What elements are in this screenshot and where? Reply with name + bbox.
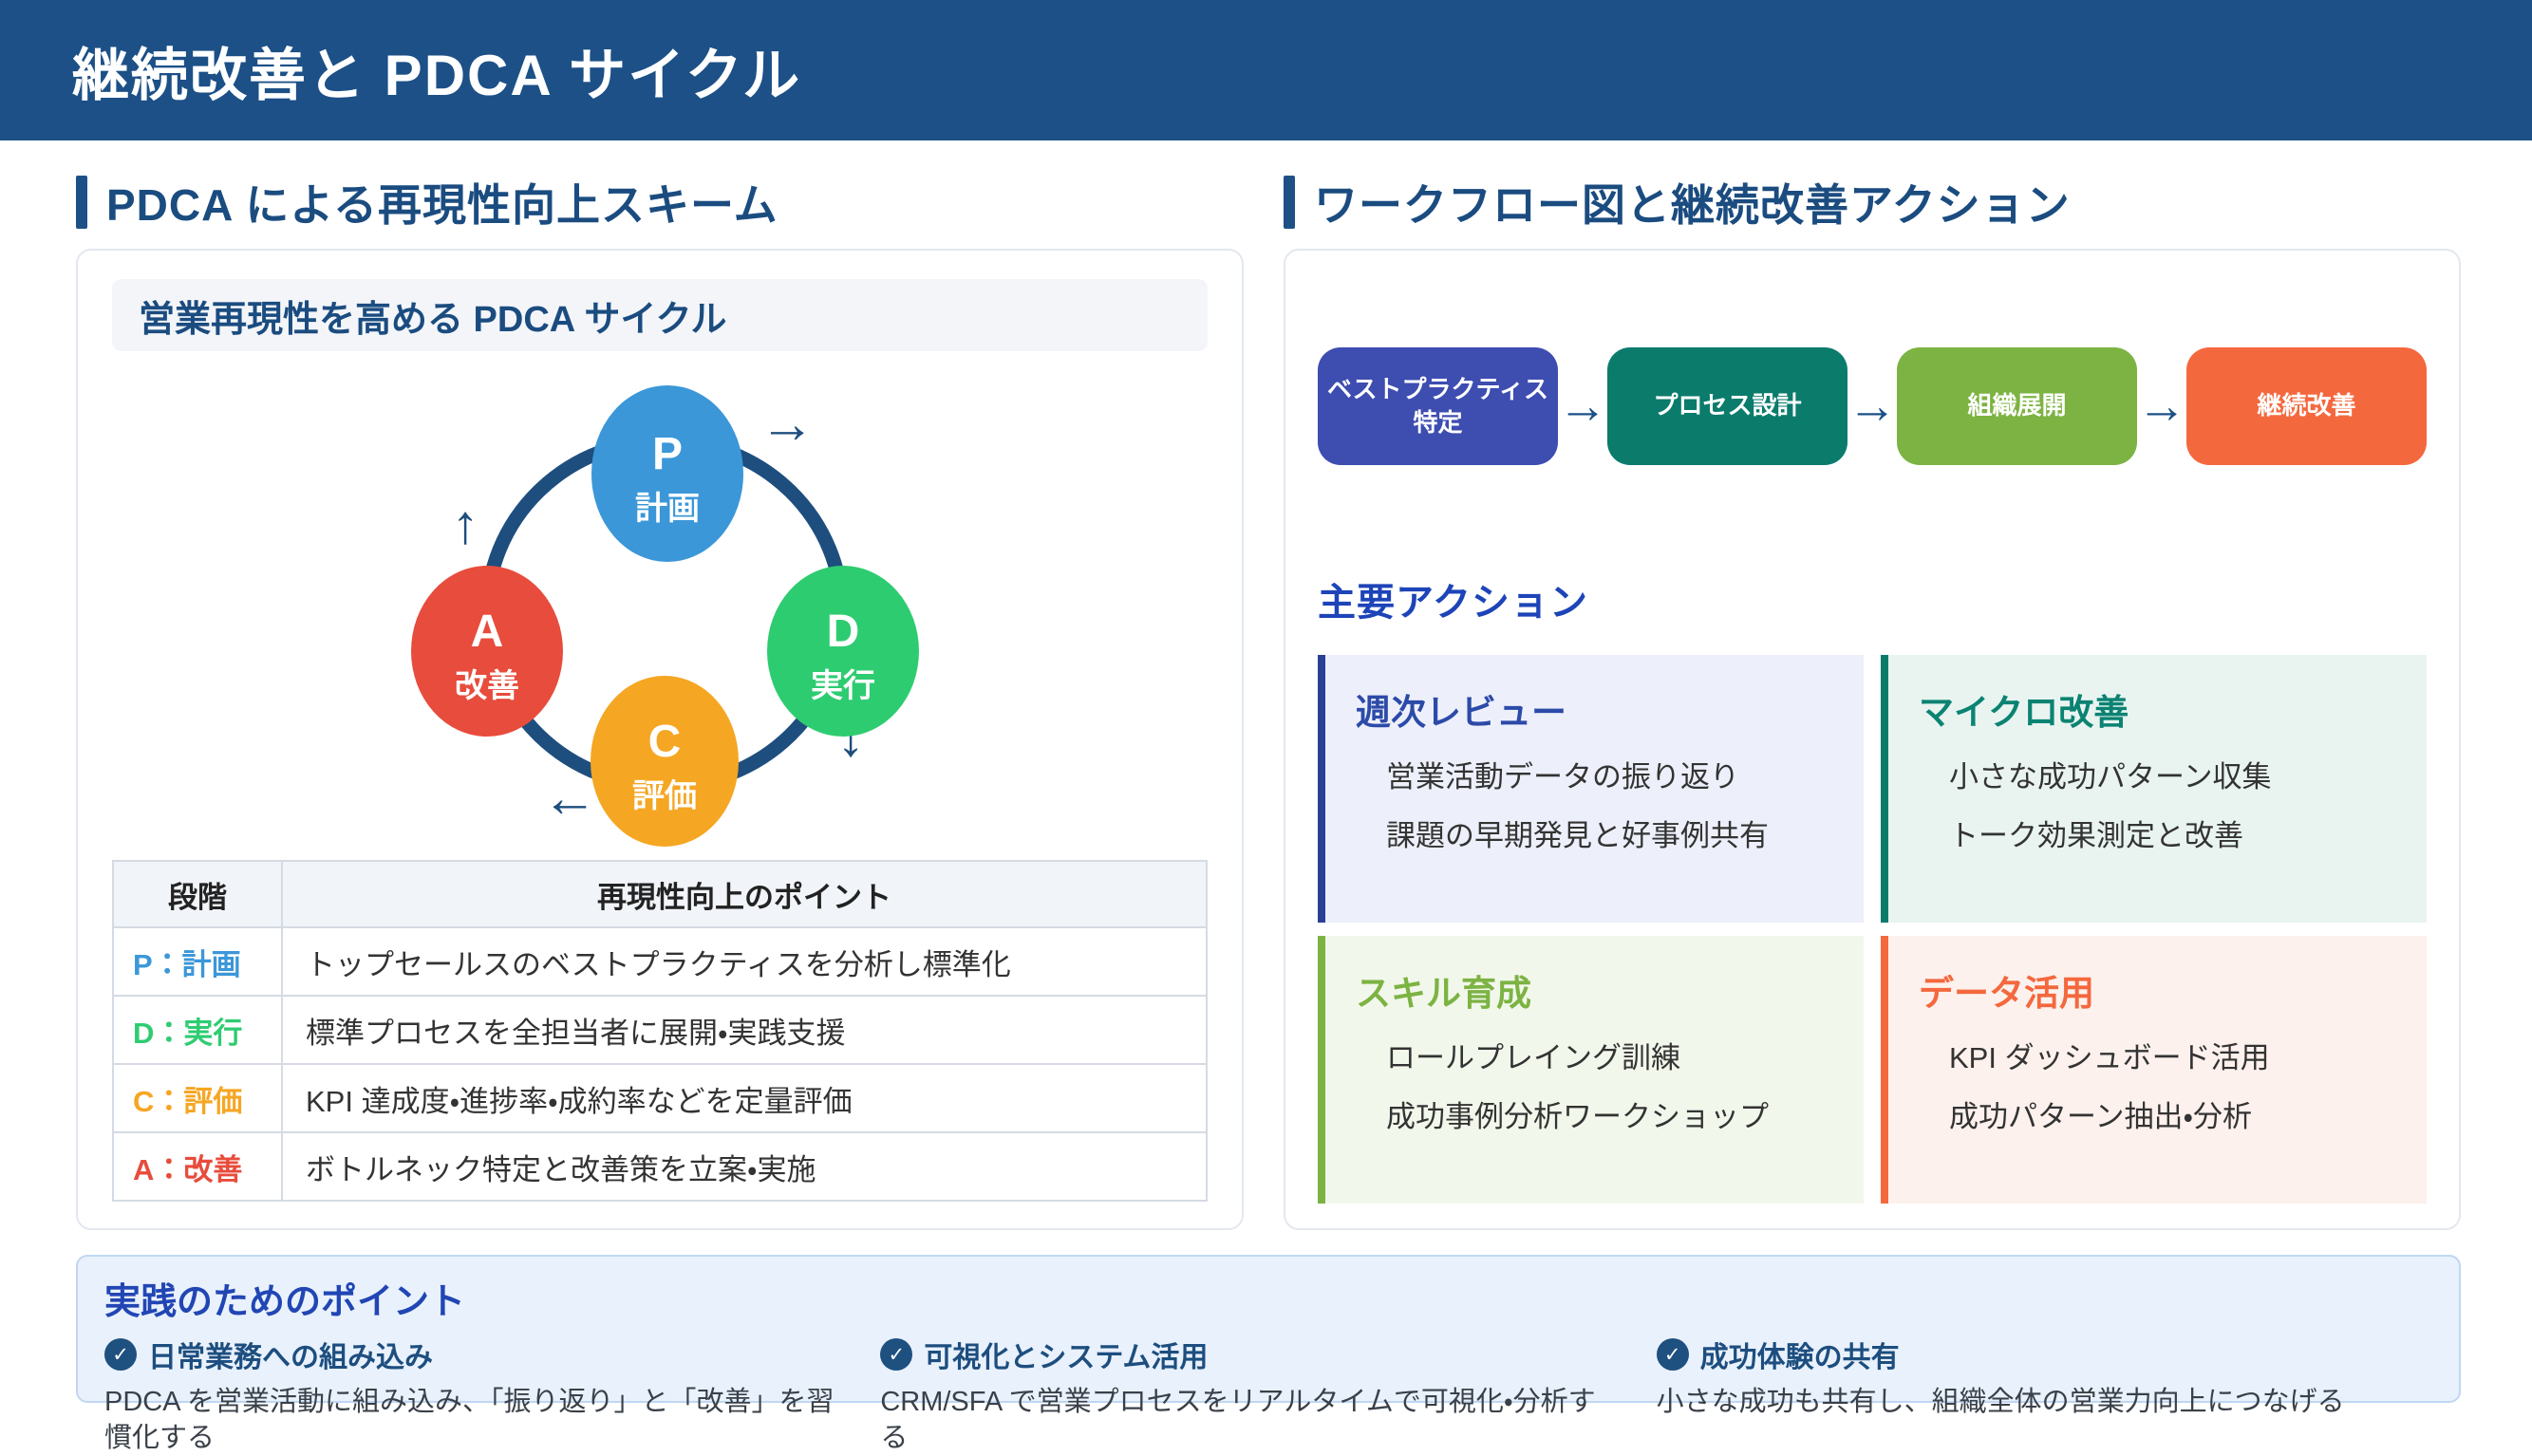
section-accent-bar bbox=[76, 176, 87, 229]
pdca-node-act: A 改善 bbox=[411, 566, 563, 737]
svg-text:P: P bbox=[652, 429, 683, 479]
action-item: 営業活動データの振り返り bbox=[1386, 760, 1739, 793]
practice-points-panel: 実践のためのポイント ✓ 日常業務への組み込み PDCA を営業活動に組み込み、… bbox=[76, 1255, 2461, 1453]
svg-text:計画: 計画 bbox=[635, 491, 700, 527]
pdca-scheme-panel: 営業再現性を高める PDCA サイクル → ↓ ← ↑ P 計画 D 実行 C … bbox=[76, 249, 1244, 1230]
practice-point-daily-integration: ✓ 日常業務への組み込み PDCA を営業活動に組み込み、「振り返り」と「改善」… bbox=[104, 1334, 880, 1456]
pdca-points-table: 段階 再現性向上のポイント P：計画 トップセールスのベストプラクティスを分析し… bbox=[112, 860, 1208, 1202]
svg-text:D: D bbox=[827, 607, 860, 657]
action-card-title: データ活用 bbox=[1919, 974, 2094, 1013]
workflow-step-org-rollout: 組織展開 bbox=[1897, 347, 2137, 465]
table-row: C：評価 KPI 達成度・進捗率・成約率などを定量評価 bbox=[112, 1063, 1208, 1133]
right-section-header: ワークフロー図と継続改善アクション bbox=[1284, 173, 2071, 232]
stage-point: ボトルネック特定と改善策を立案・実施 bbox=[281, 1131, 1208, 1202]
pdca-node-check: C 評価 bbox=[591, 676, 739, 847]
pdca-diagram-caption: 営業再現性を高める PDCA サイクル bbox=[112, 279, 1208, 351]
svg-text:C: C bbox=[648, 717, 682, 767]
stage-point: トップセールスのベストプラクティスを分析し標準化 bbox=[281, 926, 1208, 997]
table-row: A：改善 ボトルネック特定と改善策を立案・実施 bbox=[112, 1131, 1208, 1202]
action-card-title: スキル育成 bbox=[1356, 974, 1531, 1013]
key-actions-title: 主要アクション bbox=[1318, 582, 1588, 624]
workflow-step-process-design: プロセス設計 bbox=[1607, 347, 1847, 465]
check-circle-icon: ✓ bbox=[1656, 1338, 1689, 1371]
svg-text:A: A bbox=[471, 607, 504, 657]
arrow-up-icon: ↑ bbox=[452, 494, 479, 555]
section-accent-bar bbox=[1284, 176, 1295, 229]
workflow-actions-panel: ベストプラクティス特定 → プロセス設計 → 組織展開 → 継続改善 主要アクシ… bbox=[1284, 249, 2461, 1230]
arrow-left-icon: ← bbox=[542, 767, 597, 829]
action-card-micro-improvement: マイクロ改善 小さな成功パターン収集 トーク効果測定と改善 bbox=[1881, 655, 2427, 923]
action-item: 成功事例分析ワークショップ bbox=[1386, 1099, 1769, 1133]
action-item: KPI ダッシュボード活用 bbox=[1949, 1041, 2270, 1074]
arrow-right-icon: → bbox=[760, 393, 815, 455]
slide-header: 継続改善と PDCA サイクル bbox=[0, 0, 2532, 140]
action-item: 小さな成功パターン収集 bbox=[1949, 760, 2272, 793]
practice-point-visualization: ✓ 可視化とシステム活用 CRM/SFA で営業プロセスをリアルタイムで可視化・… bbox=[880, 1334, 1656, 1456]
column-header-stage: 段階 bbox=[112, 860, 283, 928]
stage-point: 標準プロセスを全担当者に展開・実践支援 bbox=[281, 995, 1208, 1065]
action-card-skill-development: スキル育成 ロールプレイング訓練 成功事例分析ワークショップ bbox=[1318, 936, 1864, 1204]
action-card-data-utilization: データ活用 KPI ダッシュボード活用 成功パターン抽出・分析 bbox=[1881, 936, 2427, 1204]
action-item: 課題の早期発見と好事例共有 bbox=[1386, 818, 1769, 852]
action-item: トーク効果測定と改善 bbox=[1949, 818, 2243, 852]
workflow-step-continuous-improvement: 継続改善 bbox=[2186, 347, 2427, 465]
stage-label: P：計画 bbox=[112, 926, 283, 997]
stage-label: A：改善 bbox=[112, 1131, 283, 1202]
table-row: D：実行 標準プロセスを全担当者に展開・実践支援 bbox=[112, 995, 1208, 1065]
table-row: P：計画 トップセールスのベストプラクティスを分析し標準化 bbox=[112, 926, 1208, 997]
practice-points-row: ✓ 日常業務への組み込み PDCA を営業活動に組み込み、「振り返り」と「改善」… bbox=[104, 1334, 2432, 1456]
check-circle-icon: ✓ bbox=[104, 1338, 137, 1371]
action-card-weekly-review: 週次レビュー 営業活動データの振り返り 課題の早期発見と好事例共有 bbox=[1318, 655, 1864, 923]
action-card-title: 週次レビュー bbox=[1356, 693, 1566, 732]
practice-point-title: 日常業務への組み込み bbox=[148, 1342, 433, 1373]
pdca-node-do: D 実行 bbox=[767, 566, 919, 737]
arrow-right-icon: → bbox=[1558, 379, 1607, 434]
action-item: ロールプレイング訓練 bbox=[1386, 1041, 1680, 1074]
workflow-step-best-practice: ベストプラクティス特定 bbox=[1318, 347, 1558, 465]
check-circle-icon: ✓ bbox=[880, 1338, 913, 1371]
practice-point-title: 可視化とシステム活用 bbox=[924, 1342, 1209, 1373]
practice-points-title: 実践のためのポイント bbox=[104, 1282, 466, 1322]
svg-text:評価: 評価 bbox=[632, 778, 697, 814]
left-section-header: PDCA による再現性向上スキーム bbox=[76, 173, 778, 232]
key-actions-grid: 週次レビュー 営業活動データの振り返り 課題の早期発見と好事例共有 マイクロ改善… bbox=[1318, 655, 2427, 1204]
arrow-right-icon: → bbox=[1847, 379, 1897, 434]
arrow-right-icon: → bbox=[2137, 379, 2186, 434]
practice-point-title: 成功体験の共有 bbox=[1699, 1342, 1900, 1373]
action-card-title: マイクロ改善 bbox=[1919, 693, 2129, 732]
column-header-point: 再現性向上のポイント bbox=[281, 860, 1208, 928]
practice-point-desc: PDCA を営業活動に組み込み、「振り返り」と「改善」を習慣化する bbox=[104, 1387, 835, 1453]
svg-text:改善: 改善 bbox=[455, 668, 519, 704]
right-section-title: ワークフロー図と継続改善アクション bbox=[1314, 180, 2071, 230]
page-title: 継続改善と PDCA サイクル bbox=[72, 43, 802, 107]
workflow-diagram: ベストプラクティス特定 → プロセス設計 → 組織展開 → 継続改善 bbox=[1318, 347, 2427, 465]
practice-point-success-sharing: ✓ 成功体験の共有 小さな成功も共有し、組織全体の営業力向上につなげる bbox=[1656, 1334, 2432, 1456]
pdca-diagram-caption-text: 営業再現性を高める PDCA サイクル bbox=[139, 299, 727, 340]
table-header-row: 段階 再現性向上のポイント bbox=[112, 860, 1208, 928]
svg-text:実行: 実行 bbox=[811, 668, 875, 704]
practice-point-desc: CRM/SFA で営業プロセスをリアルタイムで可視化・分析する bbox=[880, 1387, 1596, 1453]
stage-point: KPI 達成度・進捗率・成約率などを定量評価 bbox=[281, 1063, 1208, 1133]
practice-point-desc: 小さな成功も共有し、組織全体の営業力向上につなげる bbox=[1656, 1387, 2345, 1417]
stage-label: C：評価 bbox=[112, 1063, 283, 1133]
pdca-node-plan: P 計画 bbox=[591, 385, 743, 562]
left-section-title: PDCA による再現性向上スキーム bbox=[106, 180, 778, 230]
stage-label: D：実行 bbox=[112, 995, 283, 1065]
pdca-cycle-diagram: → ↓ ← ↑ P 計画 D 実行 C 評価 A 改善 bbox=[411, 385, 919, 847]
action-item: 成功パターン抽出・分析 bbox=[1949, 1099, 2252, 1133]
